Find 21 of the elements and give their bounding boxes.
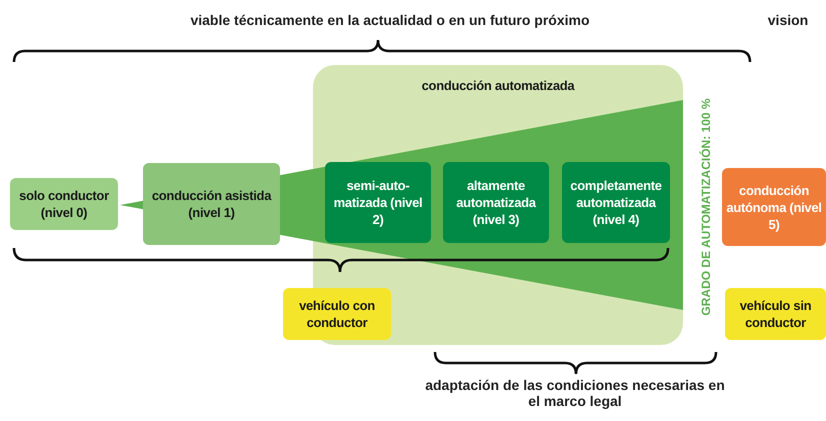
level-box: [10, 178, 118, 230]
node-label: solo conductor (nivel 0): [18, 187, 110, 221]
level-box: [562, 162, 670, 243]
annotation-text: viable técnicamente en la actualidad o en un futuro próximo: [189, 12, 591, 28]
node-label: conducción autónoma (nivel 5): [725, 182, 823, 232]
vehicle-box: [283, 288, 391, 340]
vehicle-box: [725, 288, 826, 340]
annotation-text: adaptación de las condiciones necesarias en el marco legal: [425, 377, 725, 409]
axis-label: GRADO DE AUTOMATIZACIÓN: 100 %: [699, 97, 713, 318]
node-label: altamente automatizada (nivel 3): [455, 177, 537, 228]
node-label: vehículo con conductor: [298, 297, 376, 331]
panel-heading: conducción automatizada: [422, 77, 574, 94]
node-label: vehículo sin conductor: [738, 297, 812, 331]
annotation-text: vision: [766, 12, 810, 28]
level-box: [443, 162, 549, 243]
node-label: conducción asistida (nivel 1): [150, 187, 272, 221]
level-box: [143, 163, 280, 245]
level-box: [722, 168, 826, 246]
node-label: semi-auto-matizada (nivel 2): [332, 177, 424, 228]
node-label: completamente automatizada (nivel 4): [569, 177, 663, 228]
level-box: [325, 162, 431, 243]
